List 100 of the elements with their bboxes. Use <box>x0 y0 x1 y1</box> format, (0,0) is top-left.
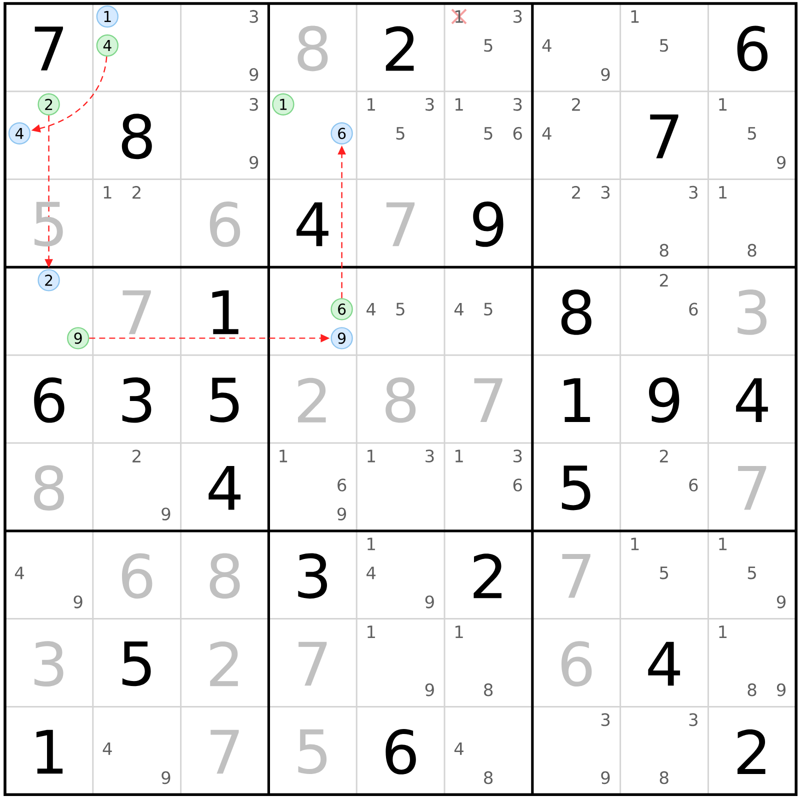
given-digit: 7 <box>650 114 678 158</box>
highlighted-candidate: 9 <box>330 327 353 350</box>
given-digit: 8 <box>561 290 592 335</box>
candidate-digit: 3 <box>601 186 610 199</box>
highlighted-candidate: 2 <box>38 269 60 292</box>
candidate-digit: 9 <box>337 508 346 520</box>
candidate-digit: 4 <box>454 303 464 316</box>
given-digit: 1 <box>36 730 63 774</box>
solved-digit: 8 <box>298 26 328 72</box>
candidate-digit: 8 <box>660 771 668 784</box>
given-digit: 1 <box>564 378 590 422</box>
given-digit: 1 <box>212 290 238 334</box>
solved-digit: 3 <box>738 290 766 335</box>
candidate-digit: 3 <box>250 10 258 23</box>
given-digit: 6 <box>34 377 64 423</box>
given-digit: 9 <box>473 202 504 247</box>
solved-digit: 5 <box>298 729 327 774</box>
candidate-digit: 2 <box>132 186 140 199</box>
given-digit: 6 <box>737 26 768 72</box>
solved-digit: 7 <box>738 466 766 510</box>
solved-digit: 2 <box>298 378 326 422</box>
candidate-digit: 1 <box>455 626 463 638</box>
solved-digit: 7 <box>298 642 327 686</box>
highlighted-candidate: 6 <box>330 298 353 320</box>
candidate-digit: 5 <box>660 566 668 580</box>
highlighted-candidate: 1 <box>272 93 294 116</box>
candidate-digit: 2 <box>132 450 140 462</box>
candidate-digit: 3 <box>514 98 522 111</box>
candidate-digit: 6 <box>338 478 346 492</box>
candidate-digit: 3 <box>689 713 698 726</box>
solved-digit: 2 <box>210 642 238 686</box>
candidate-digit: 6 <box>513 126 522 140</box>
candidate-digit: 1 <box>280 450 288 462</box>
candidate-digit: 9 <box>776 683 786 696</box>
candidate-digit: 9 <box>425 683 434 696</box>
candidate-digit: 1 <box>104 186 112 198</box>
candidate-digit: 8 <box>660 244 668 257</box>
candidate-digit: 1 <box>368 538 375 550</box>
candidate-digit: 1 <box>455 450 463 462</box>
candidate-digit: 5 <box>660 39 668 52</box>
given-digit: 4 <box>208 466 241 510</box>
candidate-digit: 1 <box>455 98 463 111</box>
given-digit: 3 <box>298 553 327 599</box>
candidate-digit: 1 <box>719 186 727 198</box>
candidate-digit: 4 <box>542 39 552 52</box>
candidate-digit: 5 <box>484 302 492 316</box>
solved-digit: 8 <box>34 465 64 511</box>
candidate-digit: 5 <box>396 302 404 316</box>
candidate-digit: 3 <box>689 186 698 199</box>
solved-digit: 6 <box>210 202 240 247</box>
candidate-digit: 1 <box>719 626 727 638</box>
candidate-digit: 9 <box>162 508 170 520</box>
solved-digit: 7 <box>122 290 151 334</box>
given-digit: 4 <box>296 202 328 246</box>
given-digit: 3 <box>122 377 152 423</box>
solved-digit: 7 <box>474 378 502 422</box>
candidate-digit: 1 <box>719 538 727 550</box>
candidate-digit: 1 <box>631 10 639 23</box>
solved-digit: 7 <box>562 554 590 598</box>
candidate-digit: 5 <box>484 39 492 52</box>
candidate-digit: 8 <box>748 244 756 257</box>
candidate-digit: 2 <box>572 98 580 111</box>
given-digit: 7 <box>34 26 63 70</box>
candidate-digit: 4 <box>366 303 376 316</box>
candidate-digit: 9 <box>425 595 434 608</box>
given-digit: 8 <box>122 114 152 160</box>
candidate-digit: 3 <box>426 98 434 111</box>
given-digit: 6 <box>386 729 416 774</box>
candidate-digit: 9 <box>250 156 258 169</box>
solved-digit: 3 <box>34 641 64 686</box>
solved-digit: 8 <box>210 553 240 599</box>
candidate-digit: 9 <box>776 595 786 608</box>
given-digit: 4 <box>736 378 768 422</box>
candidate-digit: 9 <box>162 771 170 784</box>
candidate-digit: 3 <box>514 450 522 462</box>
candidate-digit: 6 <box>689 302 698 316</box>
candidate-digit: 5 <box>396 127 404 140</box>
candidate-digit: 1 <box>368 98 375 111</box>
highlighted-candidate: 6 <box>330 122 353 144</box>
solved-digit: 5 <box>34 202 63 246</box>
candidate-digit: 9 <box>601 68 610 81</box>
given-digit: 2 <box>474 554 502 598</box>
candidate-digit: 4 <box>366 566 376 580</box>
candidate-digit: 2 <box>572 186 580 199</box>
candidate-digit: 9 <box>601 771 610 784</box>
given-digit: 5 <box>210 378 239 422</box>
candidate-digit: 5 <box>748 127 756 140</box>
given-digit: 5 <box>122 642 151 686</box>
candidate-digit: 1 <box>631 538 639 550</box>
candidate-digit: 4 <box>102 742 112 755</box>
given-digit: 9 <box>649 377 680 423</box>
candidate-digit: 4 <box>14 566 24 580</box>
candidate-digit: 1 <box>719 98 727 111</box>
candidate-digit: 2 <box>660 274 668 286</box>
given-digit: 5 <box>562 466 590 510</box>
candidate-digit: 1 <box>368 450 375 462</box>
highlighted-candidate: 4 <box>96 34 118 57</box>
candidate-digit: 3 <box>514 10 522 23</box>
candidate-digit: 8 <box>484 771 493 784</box>
candidate-digit: 5 <box>748 566 756 580</box>
